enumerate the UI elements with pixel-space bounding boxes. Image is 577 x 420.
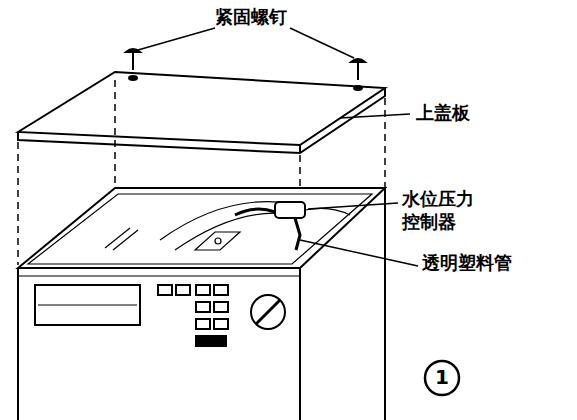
- screw: [126, 49, 365, 90]
- part-label: 紧固螺钉: [215, 6, 287, 29]
- callout-number: 1: [424, 365, 460, 390]
- part-label: 上盖板: [416, 102, 470, 125]
- part-label: 透明塑料管: [422, 252, 512, 275]
- part-label: 水位压力 控制器: [402, 188, 478, 233]
